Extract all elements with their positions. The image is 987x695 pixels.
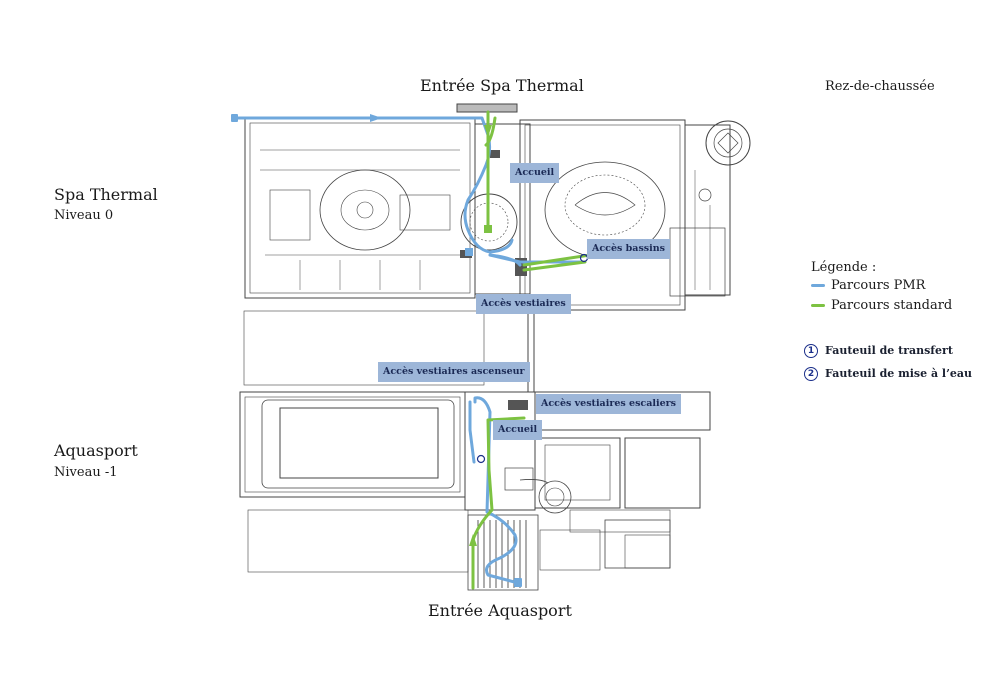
- entrance-aquasport-label: Entrée Aquasport: [428, 601, 572, 620]
- legend-standard-label: Parcours standard: [831, 298, 953, 313]
- spa-east-annex: [684, 124, 731, 296]
- aquasport-upper-wing: [534, 391, 711, 431]
- spa-rotunda: [705, 120, 751, 166]
- tag-acces-bassins: Accès bassins: [587, 239, 670, 259]
- standard-swatch-icon: [811, 304, 825, 307]
- link-zone: [243, 310, 485, 386]
- tag-accueil-spa: Accueil: [510, 163, 560, 183]
- tag-accueil-aquasport: Accueil: [493, 420, 543, 440]
- legend-title: Légende :: [811, 260, 877, 275]
- slide-loop: [538, 480, 572, 514]
- marker-2-on-plan: [476, 454, 486, 464]
- number-2-icon: 2: [804, 367, 818, 381]
- number-1-icon: 1: [804, 344, 818, 358]
- pmr-swatch-icon: [811, 284, 825, 287]
- standard-route: [471, 110, 592, 590]
- spa-west-wing: [244, 117, 476, 299]
- aquasport-lower-zone: [247, 509, 469, 573]
- legend-pmr-label: Parcours PMR: [831, 278, 926, 293]
- tag-acces-vestiaires: Accès vestiaires: [476, 294, 571, 314]
- zone-spa-level: Niveau 0: [54, 208, 114, 223]
- legend-marker-1: 1 Fauteuil de transfert: [804, 344, 953, 358]
- legend-marker-2-label: Fauteuil de mise à l’eau: [825, 367, 973, 380]
- zone-aquasport-level: Niveau -1: [54, 465, 118, 480]
- aquasport-room-a: [534, 437, 621, 509]
- zone-spa-name: Spa Thermal: [54, 185, 158, 204]
- aquasport-pool: [279, 407, 439, 479]
- legend-standard: Parcours standard: [811, 298, 952, 313]
- tag-acces-vestiaires-ascenseur: Accès vestiaires ascenseur: [378, 362, 530, 382]
- floor-label: Rez-de-chaussée: [825, 79, 935, 94]
- zone-aquasport-name: Aquasport: [54, 441, 138, 460]
- aquasport-pool-outline: [261, 399, 455, 489]
- legend-pmr: Parcours PMR: [811, 278, 925, 293]
- tag-acces-vestiaires-escaliers: Accès vestiaires escaliers: [536, 394, 681, 414]
- legend-marker-2: 2 Fauteuil de mise à l’eau: [804, 367, 972, 381]
- aquasport-room-b: [624, 437, 701, 509]
- entrance-spa-label: Entrée Spa Thermal: [420, 76, 584, 95]
- legend-marker-1-label: Fauteuil de transfert: [825, 344, 953, 357]
- spa-entrance-canopy: [456, 103, 518, 113]
